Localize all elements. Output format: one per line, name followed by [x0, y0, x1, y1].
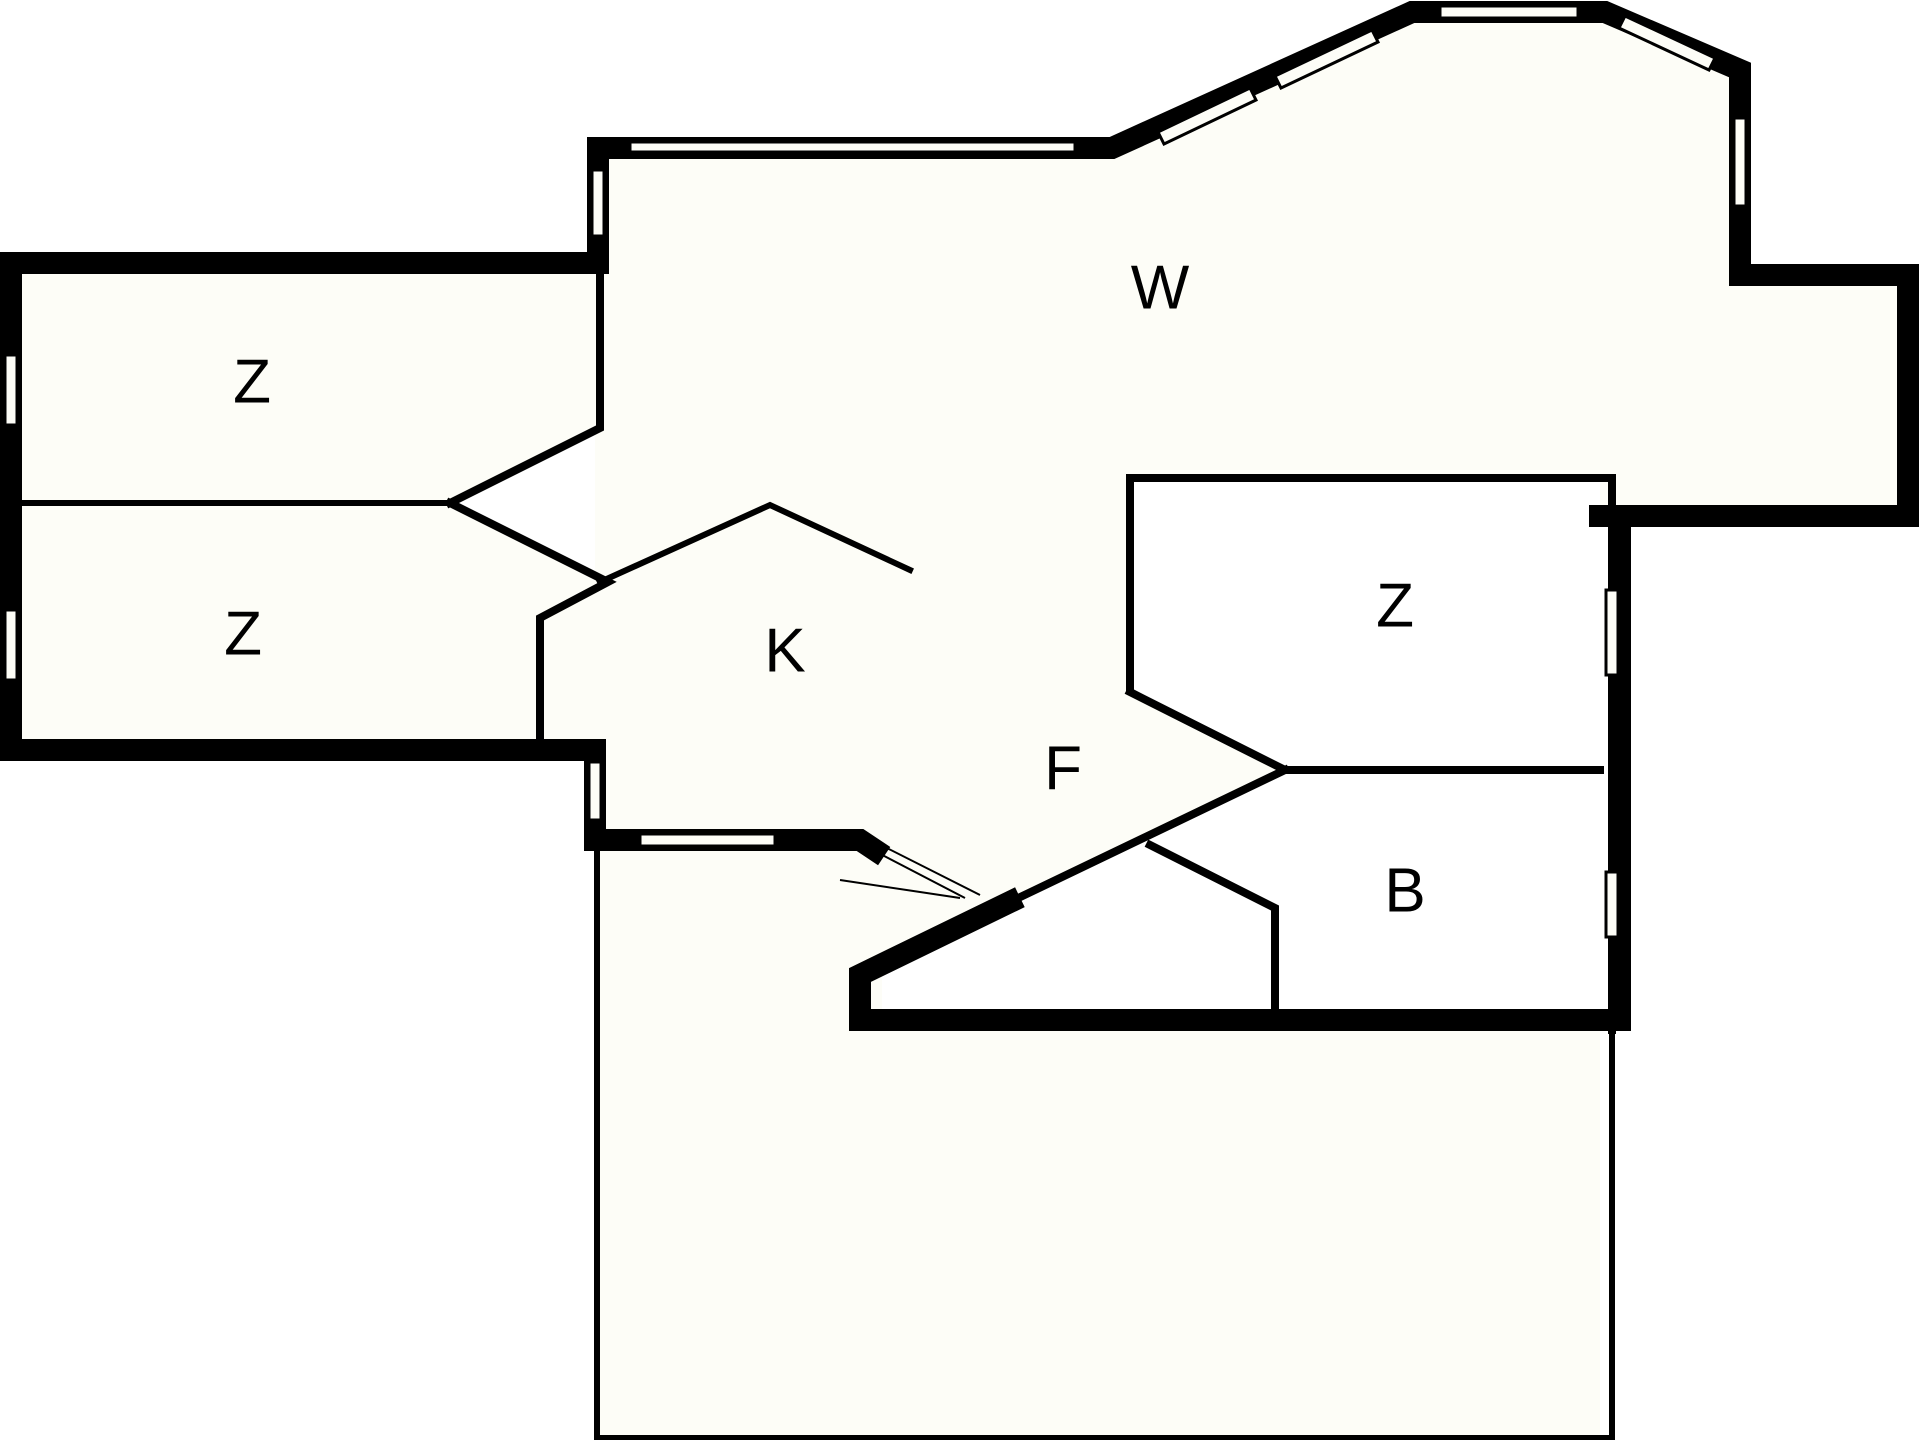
wall-wc	[1144, 839, 1279, 1024]
room-label-bath: B	[1384, 856, 1425, 925]
window-angled-2	[1272, 28, 1381, 90]
window-top-left	[628, 140, 1077, 154]
wall-kitchen-counter	[596, 501, 914, 586]
room-label-z-top-left: Z	[233, 347, 271, 416]
floor-fill	[18, 12, 1908, 1438]
terrace-outline	[594, 837, 1615, 1440]
door-swing	[839, 841, 981, 899]
wall-hall-diagonal	[1004, 764, 1291, 908]
window-top	[1438, 4, 1580, 20]
room-labels: W Z Z K F Z B	[224, 253, 1426, 925]
window-kitchen-west	[587, 760, 603, 822]
window-bath	[1604, 870, 1620, 939]
room-label-kitchen: K	[764, 616, 805, 685]
window-z1	[3, 353, 19, 427]
window-z3	[1604, 588, 1620, 677]
window-kitchen-south	[638, 832, 777, 848]
wall-left-outer	[0, 252, 606, 761]
window-angled-1	[1155, 86, 1259, 146]
window-z2	[3, 608, 19, 682]
windows	[3, 4, 1748, 939]
window-right-upper	[1732, 116, 1748, 208]
room-label-z-mid-left: Z	[224, 599, 262, 668]
wall-room-z1-east	[444, 259, 604, 509]
room-label-living: W	[1131, 253, 1190, 322]
wall-hall-entry	[849, 505, 1631, 1031]
room-label-hall: F	[1044, 734, 1082, 803]
window-angled-3	[1616, 14, 1718, 72]
room-label-z-right: Z	[1376, 571, 1414, 640]
window-living-west	[590, 168, 606, 238]
wall-kitchen-west	[444, 497, 617, 749]
